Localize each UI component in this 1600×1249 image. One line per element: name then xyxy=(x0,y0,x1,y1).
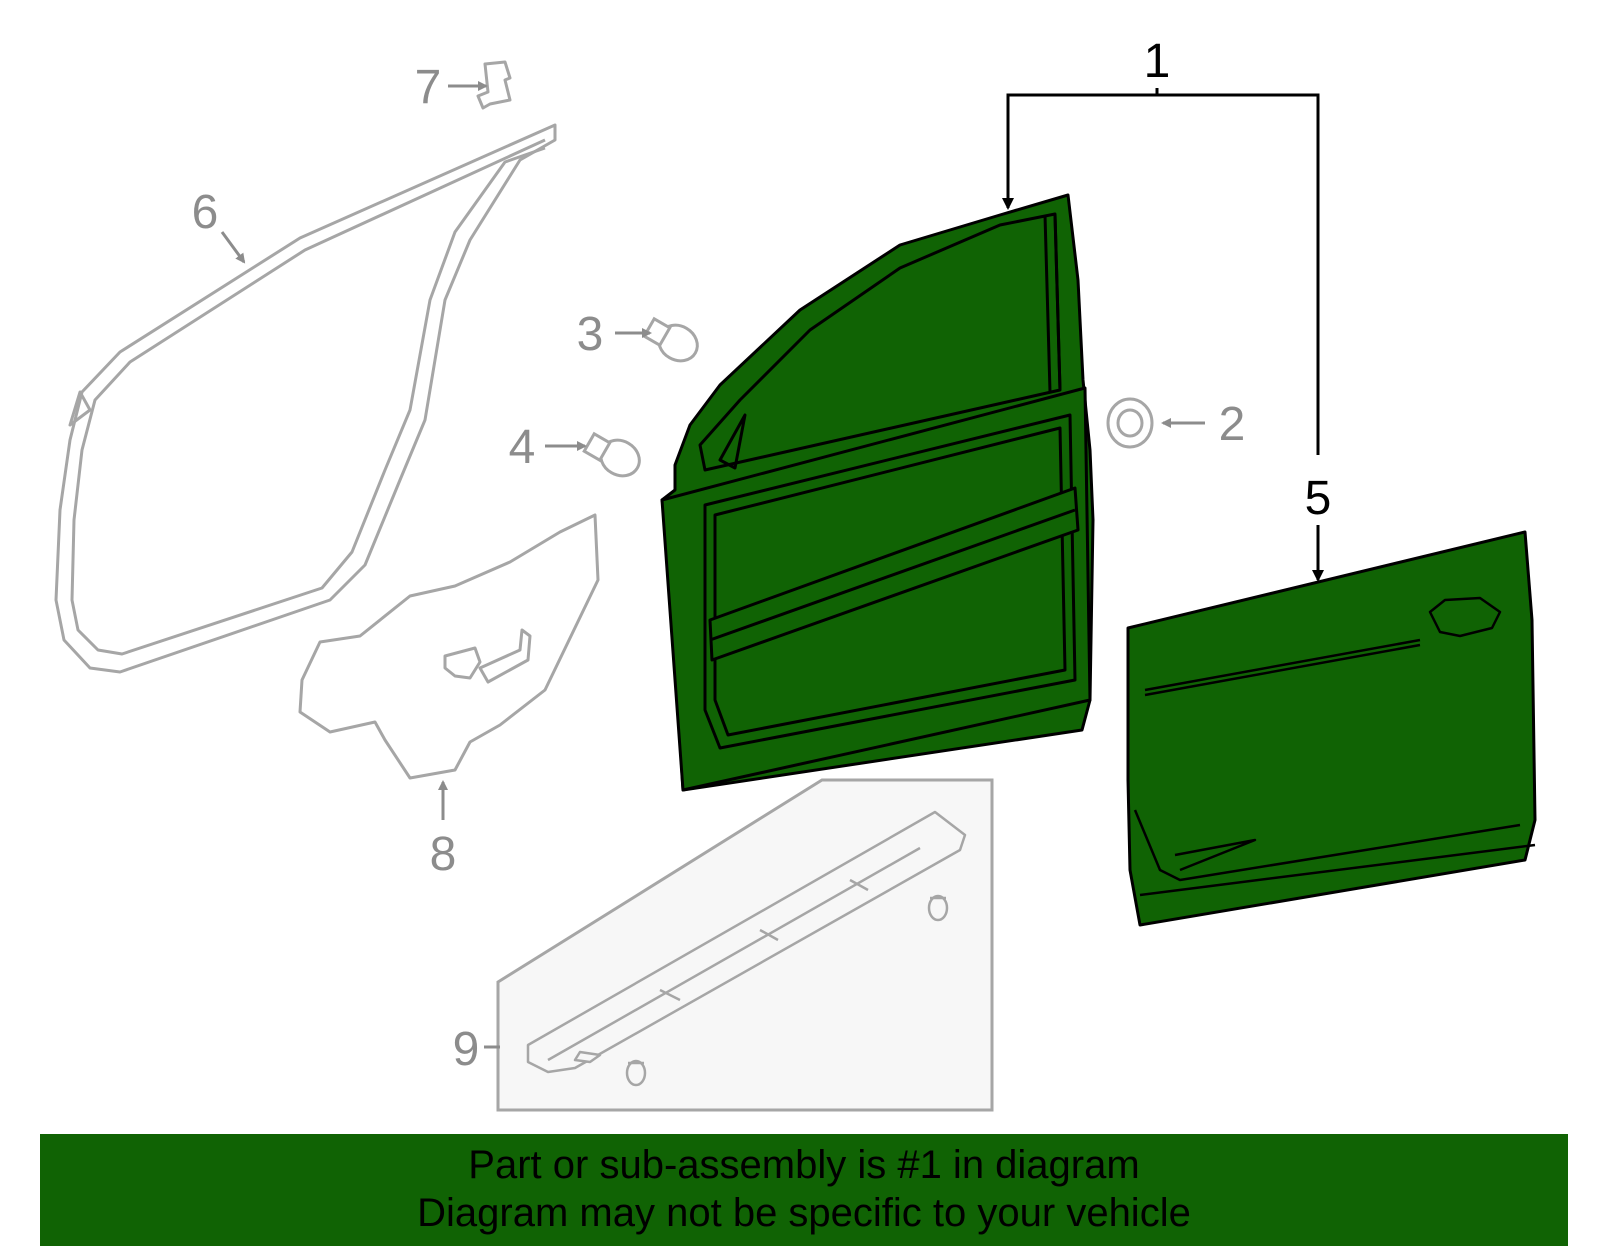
bulb-part-3 xyxy=(642,316,699,363)
callout-8: 8 xyxy=(430,828,457,881)
callout-2: 2 xyxy=(1219,398,1246,451)
callout-9: 9 xyxy=(453,1023,480,1076)
callout-1: 1 xyxy=(1144,35,1171,88)
grommet-part-2 xyxy=(1106,397,1154,449)
regulator-part-8 xyxy=(298,513,600,780)
callout-5: 5 xyxy=(1305,472,1332,525)
weatherstrip-part-6 xyxy=(54,123,557,674)
callout-3: 3 xyxy=(577,308,604,361)
door-shell-part-1 xyxy=(660,193,1095,792)
banner-line-1: Part or sub-assembly is #1 in diagram xyxy=(468,1143,1140,1187)
moulding-part-9 xyxy=(496,778,994,1112)
callout-7: 7 xyxy=(415,61,442,114)
callout-4: 4 xyxy=(509,421,536,474)
clip-part-7 xyxy=(476,60,512,110)
banner-line-2: Diagram may not be specific to your vehi… xyxy=(417,1191,1191,1235)
callout-6: 6 xyxy=(192,186,219,239)
leader-lines xyxy=(220,81,1324,1049)
info-banner: Part or sub-assembly is #1 in diagram Di… xyxy=(40,1134,1568,1246)
outer-panel-part-5 xyxy=(1126,530,1537,927)
bulb-part-4 xyxy=(582,431,641,478)
